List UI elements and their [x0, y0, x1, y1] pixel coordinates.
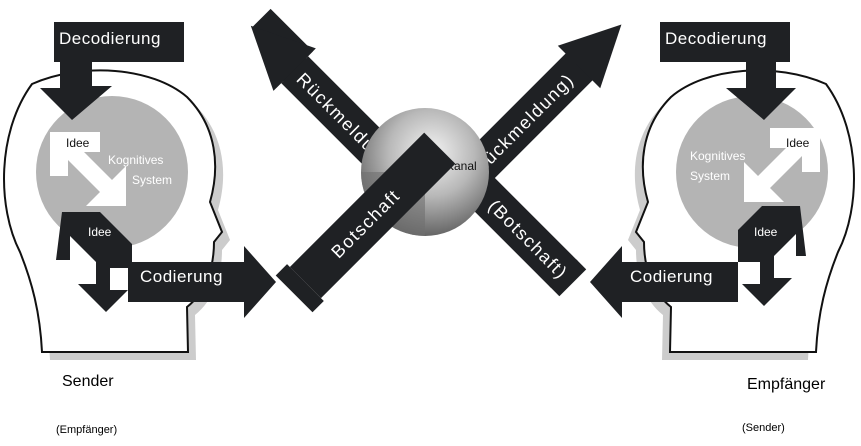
left-decoding-arrow	[40, 22, 184, 120]
message-left-arrow-shaft	[289, 132, 456, 299]
right-role-label: Empfänger	[747, 376, 826, 393]
message-right-label: (Botschaft)	[484, 196, 571, 283]
right-idea-dark-arrow	[738, 206, 806, 306]
left-coding-arrow	[128, 246, 276, 318]
right-coding-arrow	[590, 246, 738, 318]
right-cognitive-label-2: System	[690, 169, 730, 183]
left-person: Decodierung Idee Kognitives System Idee …	[3, 22, 276, 361]
left-idea-bottom-label: Idee	[88, 225, 112, 239]
left-role-alt-label: (Empfänger)	[56, 424, 118, 436]
right-person: Decodierung Idee Kognitives System Idee …	[590, 22, 855, 361]
left-role-label: Sender	[62, 373, 114, 390]
right-idea-white-arrow	[744, 128, 820, 202]
left-idea-white-arrow	[50, 132, 126, 206]
right-cognitive-label-1: Kognitives	[690, 149, 745, 163]
feedback-left-arrow-head	[250, 25, 316, 91]
left-coding-label: Codierung	[140, 267, 223, 286]
message-right-arrow-end	[549, 259, 587, 297]
right-role-alt-label: (Sender)	[742, 422, 785, 434]
left-idea-dark-arrow	[56, 212, 132, 312]
right-decoding-arrow	[660, 22, 796, 120]
left-decoding-label: Decodierung	[59, 29, 161, 48]
message-left-arrow-tail	[275, 264, 324, 313]
right-idea-top-label: Idee	[786, 136, 810, 150]
left-idea-top-label: Idee	[66, 136, 90, 150]
left-cognitive-label-2: System	[132, 173, 172, 187]
right-decoding-label: Decodierung	[665, 29, 767, 48]
right-idea-bottom-label: Idee	[754, 225, 778, 239]
channel-group: Rückmeldung (Rückmeldung) (Botschaft) Ka…	[250, 8, 622, 313]
left-cognitive-label-1: Kognitives	[108, 153, 163, 167]
right-coding-label: Codierung	[630, 267, 713, 286]
